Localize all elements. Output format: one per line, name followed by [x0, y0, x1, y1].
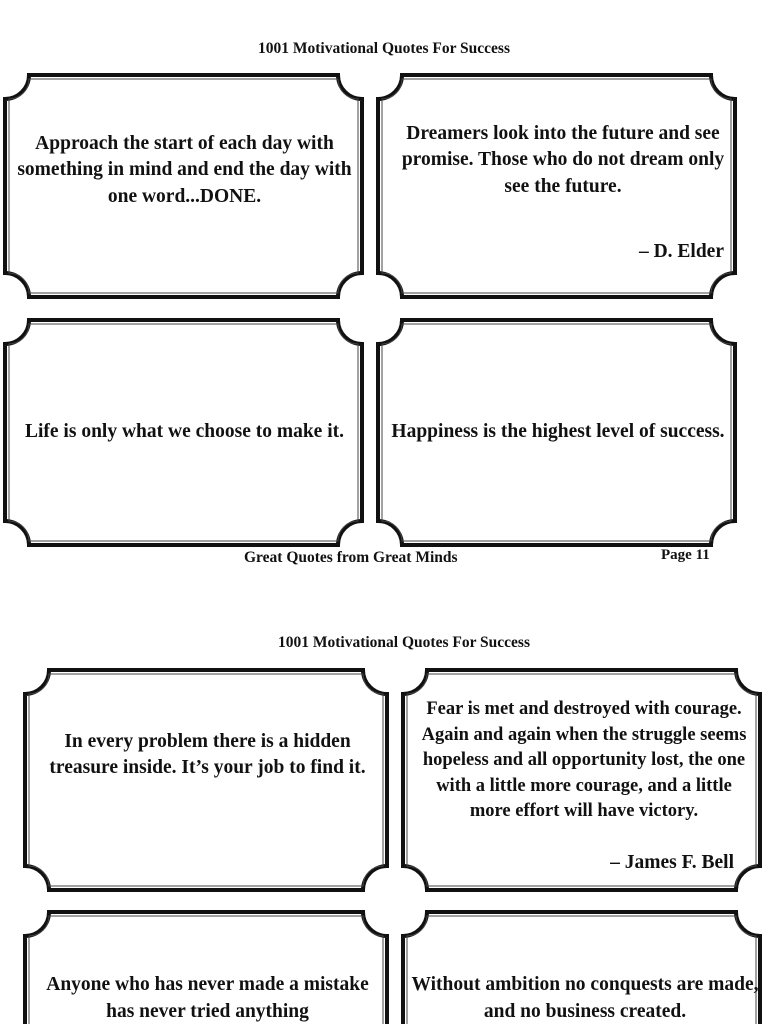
quote-card-text: Fear is met and destroyed with courage. …	[421, 699, 747, 821]
card-border	[401, 668, 762, 892]
card-inner-border	[28, 915, 384, 1024]
quote-card-text: Anyone who has never made a mistake has …	[46, 974, 369, 1022]
card-border	[376, 73, 737, 299]
card-inner-border	[381, 323, 732, 542]
card-border	[3, 73, 364, 299]
card-inner-border	[381, 78, 732, 294]
page-header: 1001 Motivational Quotes For Success	[277, 634, 530, 651]
card-inner-border	[406, 673, 757, 887]
page-header: 1001 Motivational Quotes For Success	[257, 40, 510, 57]
card-border	[2, 318, 364, 547]
quote-author: – D. Elder	[638, 241, 724, 262]
card-border	[376, 318, 737, 547]
quote-card-text: Happiness is the highest level of succes…	[391, 421, 725, 443]
card-border	[23, 910, 389, 1024]
page-footer: Great Quotes from Great Minds	[244, 549, 458, 566]
card-inner-border	[406, 915, 757, 1024]
card-border	[23, 668, 389, 892]
card-border	[401, 910, 762, 1024]
quote-author: – James F. Bell	[610, 852, 734, 873]
quote-card-text: In every problem there is a hidden treas…	[49, 730, 366, 779]
quote-card-text: Approach the start of each day with some…	[17, 132, 352, 207]
quote-card-text: Life is only what we choose to make it.	[24, 421, 345, 443]
quote-card-text: Dreamers look into the future and see pr…	[401, 122, 725, 197]
quote-card-text: Without ambition no conquests are made, …	[411, 974, 759, 1022]
card-inner-border	[28, 673, 384, 887]
card-inner-border	[8, 323, 359, 542]
page-number: Page 11	[661, 547, 710, 563]
card-inner-border	[8, 78, 359, 294]
